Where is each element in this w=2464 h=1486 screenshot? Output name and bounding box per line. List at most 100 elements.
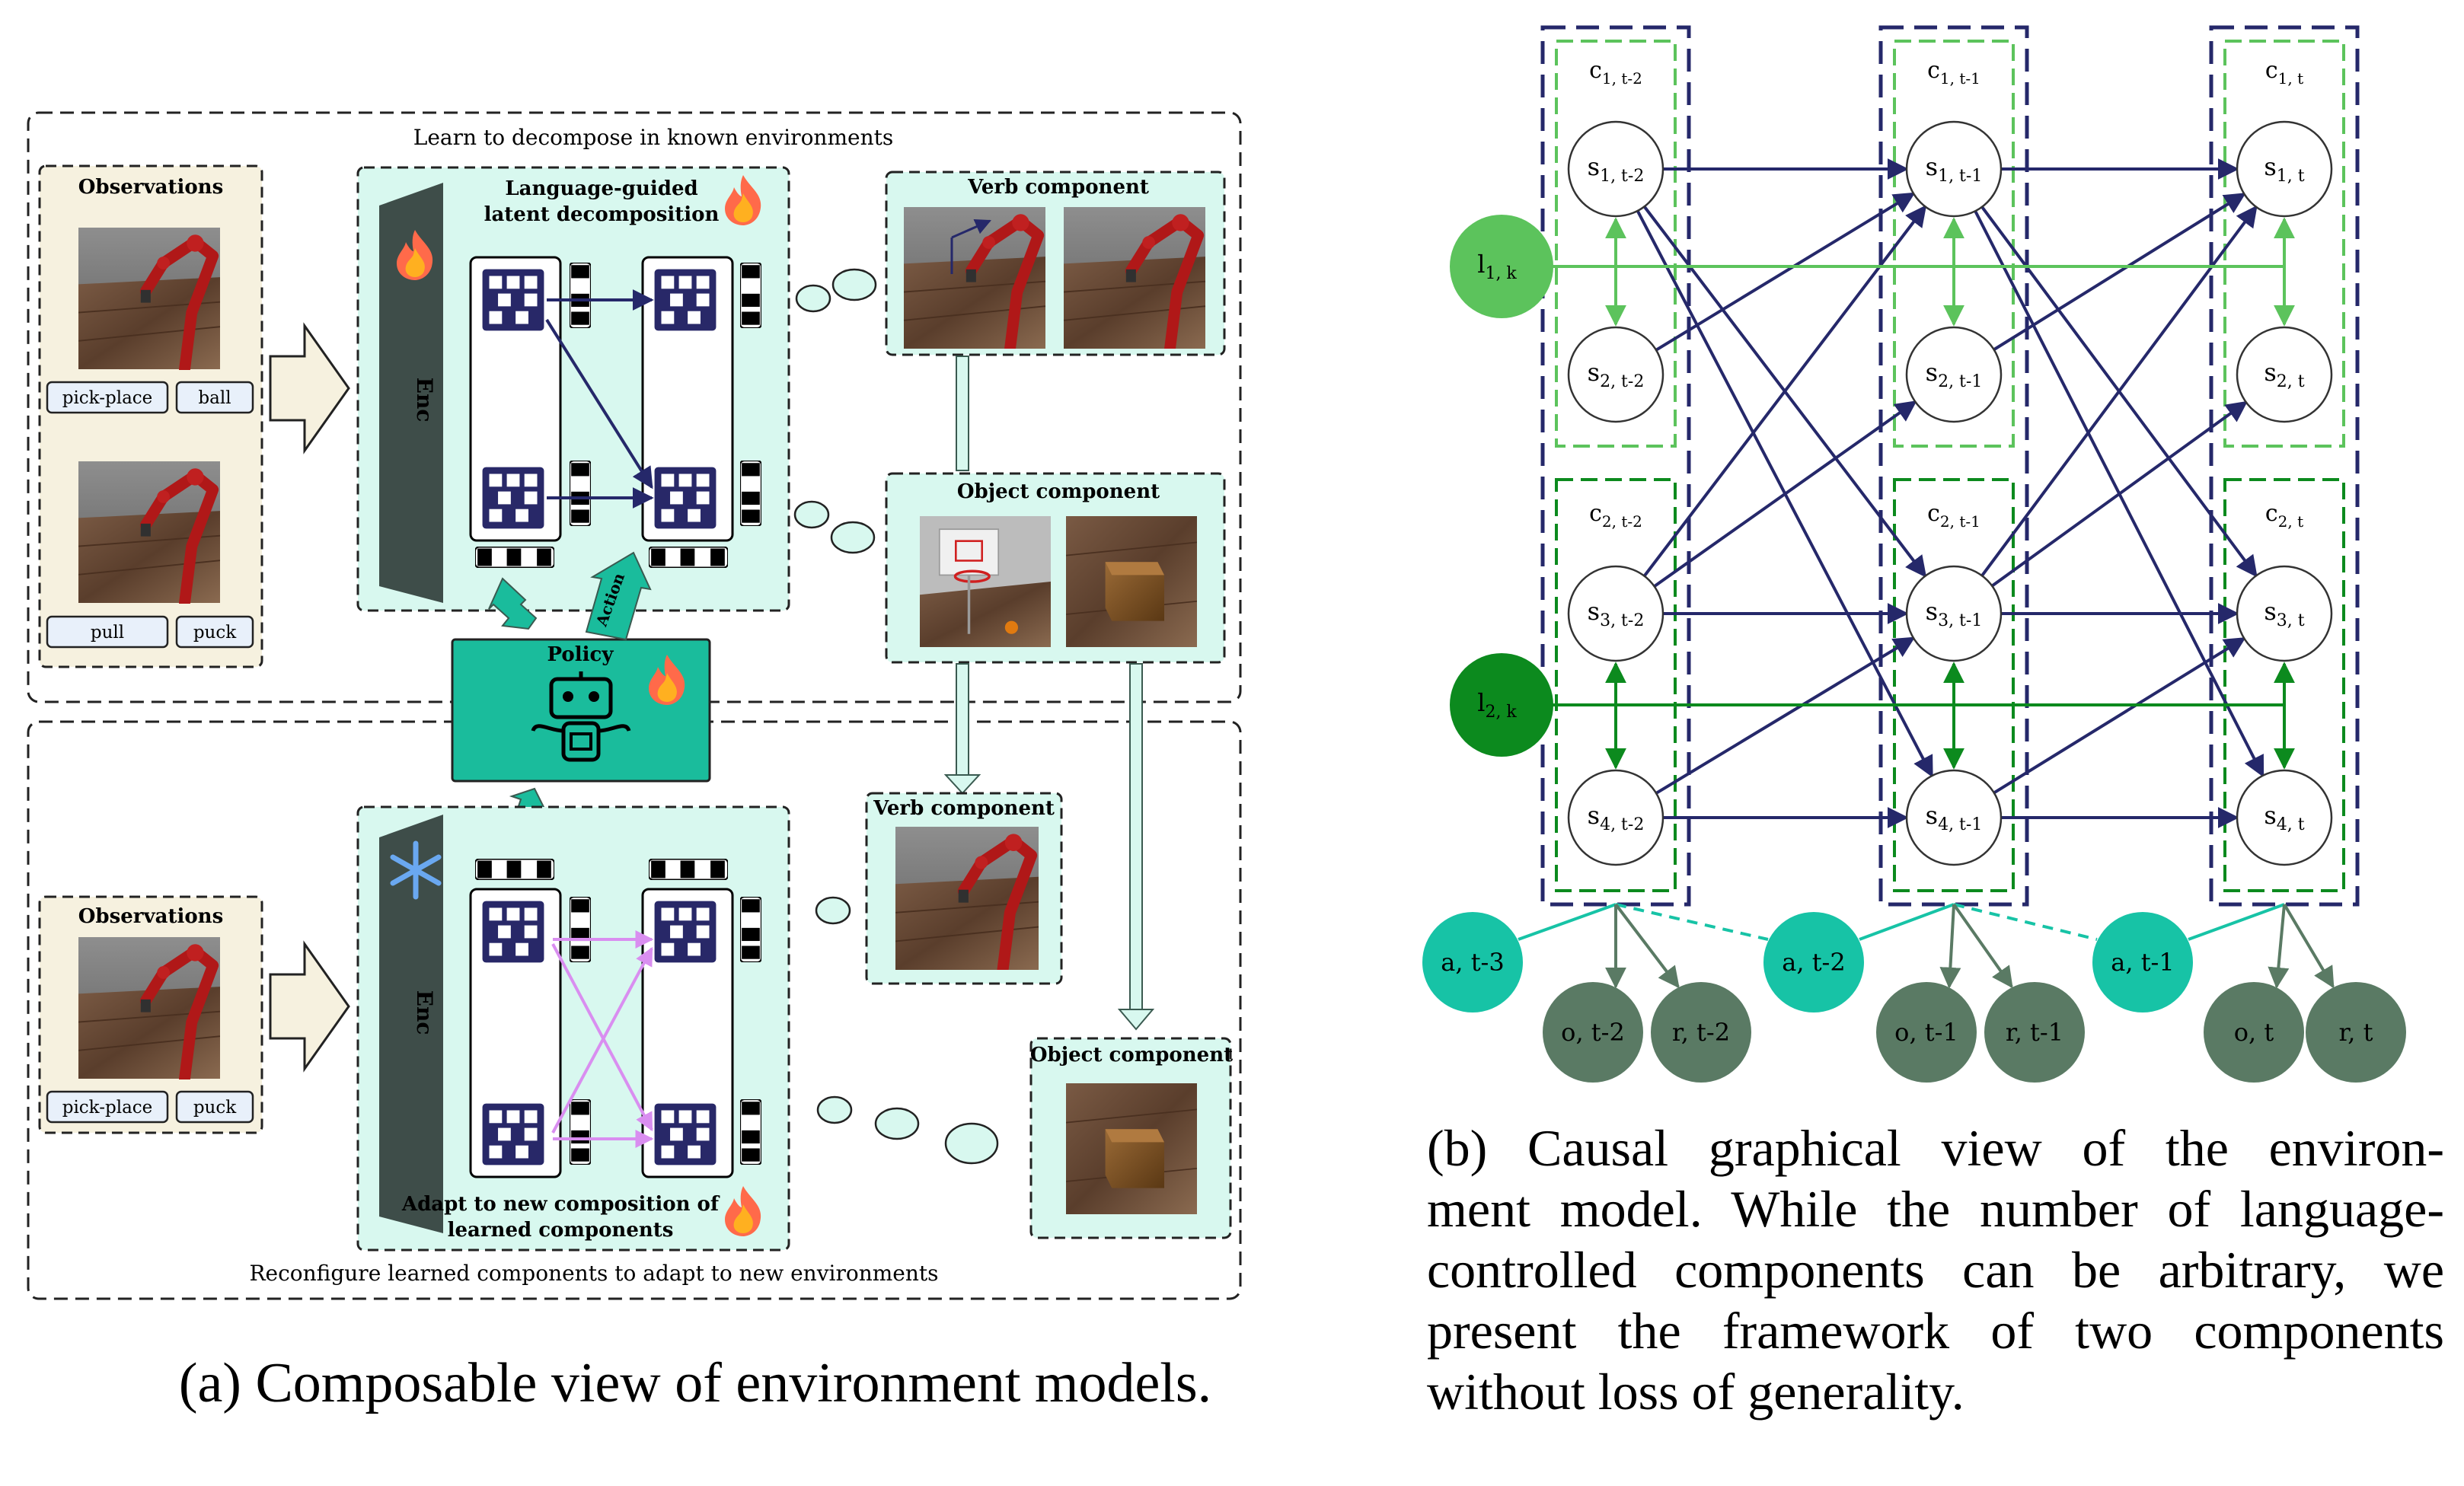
transition-edge: [1993, 193, 2246, 351]
component-connectors: [943, 356, 1155, 1031]
encoder-bottom: [379, 815, 443, 1233]
token-icon: [740, 263, 761, 328]
reward-node: [2306, 982, 2406, 1083]
caption-b-line: controlled components can be arbitrary, …: [1427, 1241, 2444, 1299]
action-edge: [2188, 903, 2285, 941]
component-label: c2, t: [2265, 500, 2303, 531]
panel-b: c1, t-2c2, t-2c1, t-1c2, t-1c1, tc2, t s…: [1422, 25, 2406, 1083]
action-node: [1763, 912, 1864, 1012]
observation-node: [1876, 982, 1977, 1083]
state-node: [1905, 769, 2003, 866]
state-node: [1905, 120, 2003, 218]
transition-edge: [1642, 205, 1927, 577]
latent-grid-icon: [653, 466, 717, 530]
token-icon: [649, 547, 728, 568]
reward-edge: [1614, 903, 1680, 989]
latent-grid-icon: [653, 900, 717, 964]
caption-b-line: ment model. While the number of language…: [1427, 1180, 2444, 1238]
component-2-frame: [2223, 478, 2345, 892]
transition-edge: [1980, 205, 2258, 577]
reward-node-label: r, t-1: [2006, 1018, 2063, 1047]
state-node: [1567, 565, 1664, 662]
language-node: [1450, 215, 1553, 318]
action-edge: [1615, 903, 1769, 941]
state-node: [1905, 326, 2003, 423]
causal-nodes: s1, t-2s2, t-2s3, t-2s4, t-2s1, t-1s2, t…: [1422, 120, 2406, 1083]
observation-node-label: o, t: [2234, 1018, 2274, 1047]
reward-edge: [2283, 903, 2335, 989]
object-component-top: Object component: [885, 472, 1226, 664]
time-step-frame: [2209, 25, 2360, 907]
token-icon: [740, 1099, 761, 1165]
token-icon: [740, 461, 761, 526]
observation-edge: [1939, 904, 1961, 989]
reward-node: [1651, 982, 1751, 1083]
object-component-top-label: Object component: [957, 480, 1160, 503]
state-node: [1567, 769, 1664, 866]
action-node-label: a, t-1: [2111, 948, 2174, 977]
token-icon: [570, 461, 591, 526]
thought-bubble: [874, 1107, 920, 1140]
observation-node: [2204, 982, 2304, 1083]
action-edge: [1518, 903, 1617, 941]
robot-icon: [531, 671, 631, 762]
observations-bottom: Observations pick-place puck: [38, 895, 263, 1134]
tag-pick-place-bottom: pick-place: [62, 1098, 153, 1118]
bottom-dashed-frame: [27, 720, 1242, 1300]
component-frames: c1, t-2c2, t-2c1, t-1c2, t-1c1, tc2, t: [1540, 25, 2360, 907]
decomposition-box-top: Language-guided latent decomposition Enc: [356, 166, 790, 612]
time-step-frame: [1878, 25, 2029, 907]
transition-edge: [1655, 636, 1916, 795]
state-node: [1905, 565, 2003, 662]
teal-arrow: [488, 577, 538, 630]
component-label: c1, t-1: [1927, 57, 1980, 88]
caption-b-line: (b) Causal graphical view of the environ…: [1427, 1119, 2444, 1177]
transition-edge: [1655, 192, 1916, 352]
state-node: [2236, 769, 2333, 866]
action-node: [2092, 912, 2193, 1012]
verb-component-top-label: Verb component: [967, 176, 1149, 199]
caption-b: (b) Causal graphical view of the environ…: [1427, 1118, 2444, 1422]
object-image-hoop: [920, 515, 1051, 649]
tag-pull: pull: [91, 623, 124, 643]
adapt-label-line1: Adapt to new composition of: [401, 1193, 720, 1216]
tag-ball: ball: [198, 388, 231, 408]
tag-pick-place-top: pick-place: [62, 388, 153, 408]
tag-puck-bottom: puck: [193, 1098, 237, 1118]
latent-grid-icon: [481, 466, 545, 530]
latent-grid-icon: [481, 268, 545, 332]
component-1-frame: [1555, 40, 1677, 448]
verb-image-2: [1064, 207, 1205, 349]
encoder-top-label: Enc: [412, 378, 437, 423]
token-icon: [475, 547, 554, 568]
component-label: c1, t-2: [1589, 57, 1642, 88]
token-icon: [570, 1099, 591, 1165]
observation-image-1: [78, 228, 220, 369]
component-2-frame: [1555, 478, 1677, 892]
language-node: [1450, 653, 1553, 757]
adapt-label-line2: learned components: [448, 1219, 674, 1242]
observation-image-3: [78, 937, 220, 1079]
top-frame-title: Learn to decompose in known environments: [413, 125, 893, 150]
observation-image-2: [78, 461, 220, 603]
state-node: [2236, 326, 2333, 423]
observations-top: Observations pick-place ball pull puck: [38, 164, 263, 668]
input-arrow-top: [269, 322, 350, 454]
object-component-bottom: Object component: [1029, 1037, 1233, 1239]
transition-edge: [1991, 400, 2249, 588]
latent-grid-icon: [481, 900, 545, 964]
latent-grid-icon: [481, 1102, 545, 1166]
caption-b-line: present the framework of two components: [1427, 1302, 2444, 1360]
state-node-label: s2, t-1: [1926, 358, 1983, 391]
observation-node-label: o, t-2: [1561, 1018, 1625, 1047]
action-node: [1422, 912, 1523, 1012]
observation-node: [1543, 982, 1643, 1083]
panel-a: Learn to decompose in known environments…: [27, 111, 1242, 1300]
component-1-frame: [2223, 40, 2345, 448]
observations-bottom-title: Observations: [78, 905, 223, 928]
state-node-label: s2, t: [2264, 358, 2304, 391]
reward-node-label: r, t-2: [1672, 1018, 1730, 1047]
observation-edge: [2268, 904, 2290, 989]
snowflake-icon: [390, 840, 442, 900]
